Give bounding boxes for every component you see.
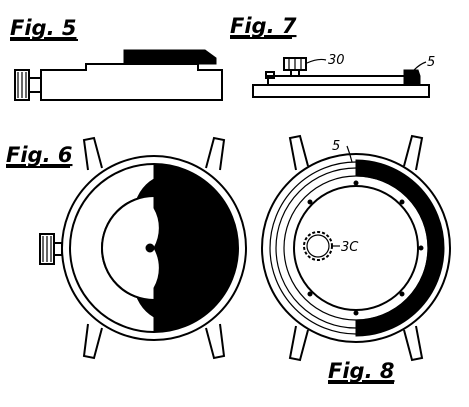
fig8-dot [399, 291, 405, 297]
fig6-inner-disc-edge [101, 195, 207, 301]
figure-8: 5 3C Fig. 8 [261, 134, 451, 384]
figure-5: Fig. 5 [10, 16, 223, 101]
fig7-ref-5: 5 [427, 55, 435, 70]
fig7-base-plate [252, 84, 430, 98]
fig8-leader-5 [346, 145, 353, 163]
fig8-dot [307, 291, 313, 297]
fig8-lug-top-left [288, 134, 309, 171]
fig8-lug-bottom-right [403, 325, 424, 362]
fig6-label: Fig. 6 [6, 143, 72, 167]
fig7-small-peg [265, 71, 275, 79]
fig5-stem [28, 77, 42, 93]
fig6-centre-pin [145, 243, 155, 253]
fig8-dial-inner [293, 185, 419, 311]
fig6-lug-bottom-left [82, 323, 103, 360]
fig8-dot [418, 245, 424, 251]
fig7-leader-30 [306, 58, 327, 64]
fig8-gear-wheel [303, 231, 333, 261]
fig8-lug-top-right [403, 134, 424, 171]
fig8-dial-dots [307, 180, 424, 316]
fig7-leader-5 [413, 61, 427, 71]
fig8-label: Fig. 8 [328, 359, 394, 383]
fig7-ref-30: 30 [328, 53, 345, 68]
fig6-crown-stem [53, 242, 63, 256]
fig7-upper-plate [267, 75, 419, 86]
fig6-lug-bottom-right [205, 323, 226, 360]
fig8-ref-5: 5 [332, 139, 340, 154]
fig8-dot [399, 199, 405, 205]
fig5-case-body [40, 63, 223, 101]
fig6-lug-top-right [205, 136, 226, 171]
fig8-dot [307, 199, 313, 205]
fig6-case-outer [61, 155, 247, 341]
fig7-label: Fig. 7 [230, 14, 297, 38]
fig8-dot [353, 310, 359, 316]
fig7-marker-block [403, 69, 421, 86]
fig8-case-outer [261, 153, 451, 343]
fig8-dial-ring [283, 175, 429, 321]
figure-7: Fig. 7 30 5 [230, 14, 435, 98]
fig5-label: Fig. 5 [10, 16, 76, 40]
figure-6: Fig. 6 [6, 136, 247, 360]
fig7-crown-stem [290, 69, 300, 77]
fig6-lug-top-left [82, 136, 103, 171]
fig8-lug-bottom-left [288, 325, 309, 362]
fig5-indicator-bar [123, 49, 217, 65]
fig8-ref-3c: 3C [341, 240, 359, 255]
fig8-gear-hub [306, 234, 330, 258]
fig8-dot [353, 180, 359, 186]
